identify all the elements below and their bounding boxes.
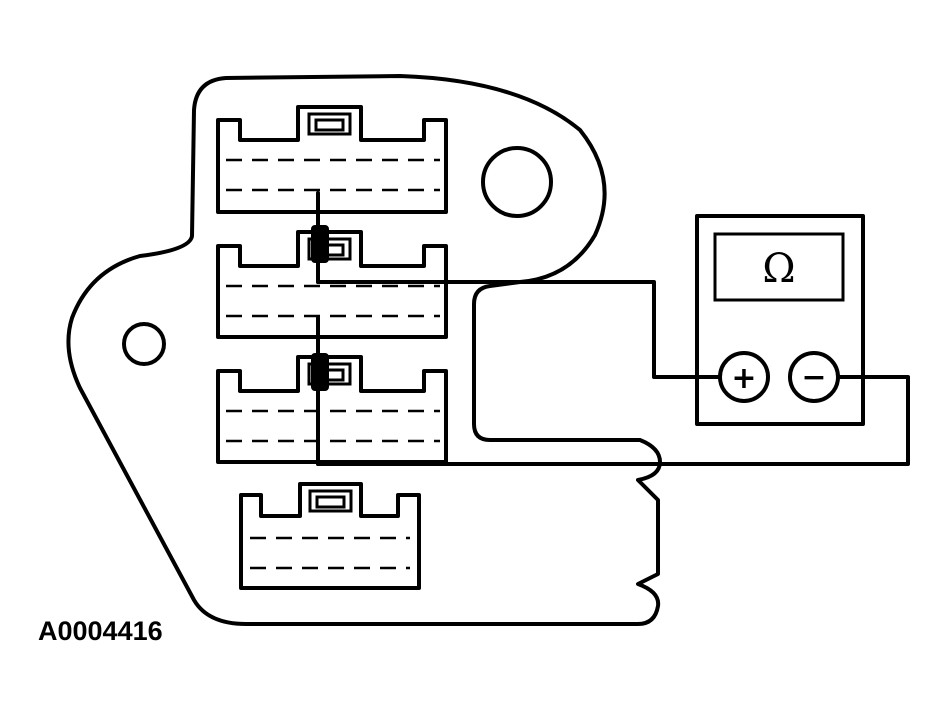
- lead-negative: [316, 375, 910, 466]
- positive-terminal: [718, 351, 770, 403]
- probe-positive: [311, 191, 329, 284]
- negative-terminal: [788, 351, 840, 403]
- connector-1: [216, 105, 448, 214]
- mounting-hole-large: [481, 146, 553, 218]
- figure-reference-code: A0004416: [38, 616, 163, 646]
- positive-sign: +: [731, 361, 756, 396]
- mounting-hole-small: [122, 322, 166, 366]
- ohmmeter: Ω + −: [695, 214, 865, 426]
- bracket-outline: [66, 74, 662, 626]
- lead-positive: [316, 280, 722, 379]
- ohm-display: Ω: [762, 246, 795, 292]
- connector-2: [216, 230, 448, 339]
- probe-negative: [311, 316, 329, 466]
- connector-4: [239, 482, 421, 590]
- negative-sign: −: [801, 360, 826, 395]
- connector-3: [216, 355, 448, 464]
